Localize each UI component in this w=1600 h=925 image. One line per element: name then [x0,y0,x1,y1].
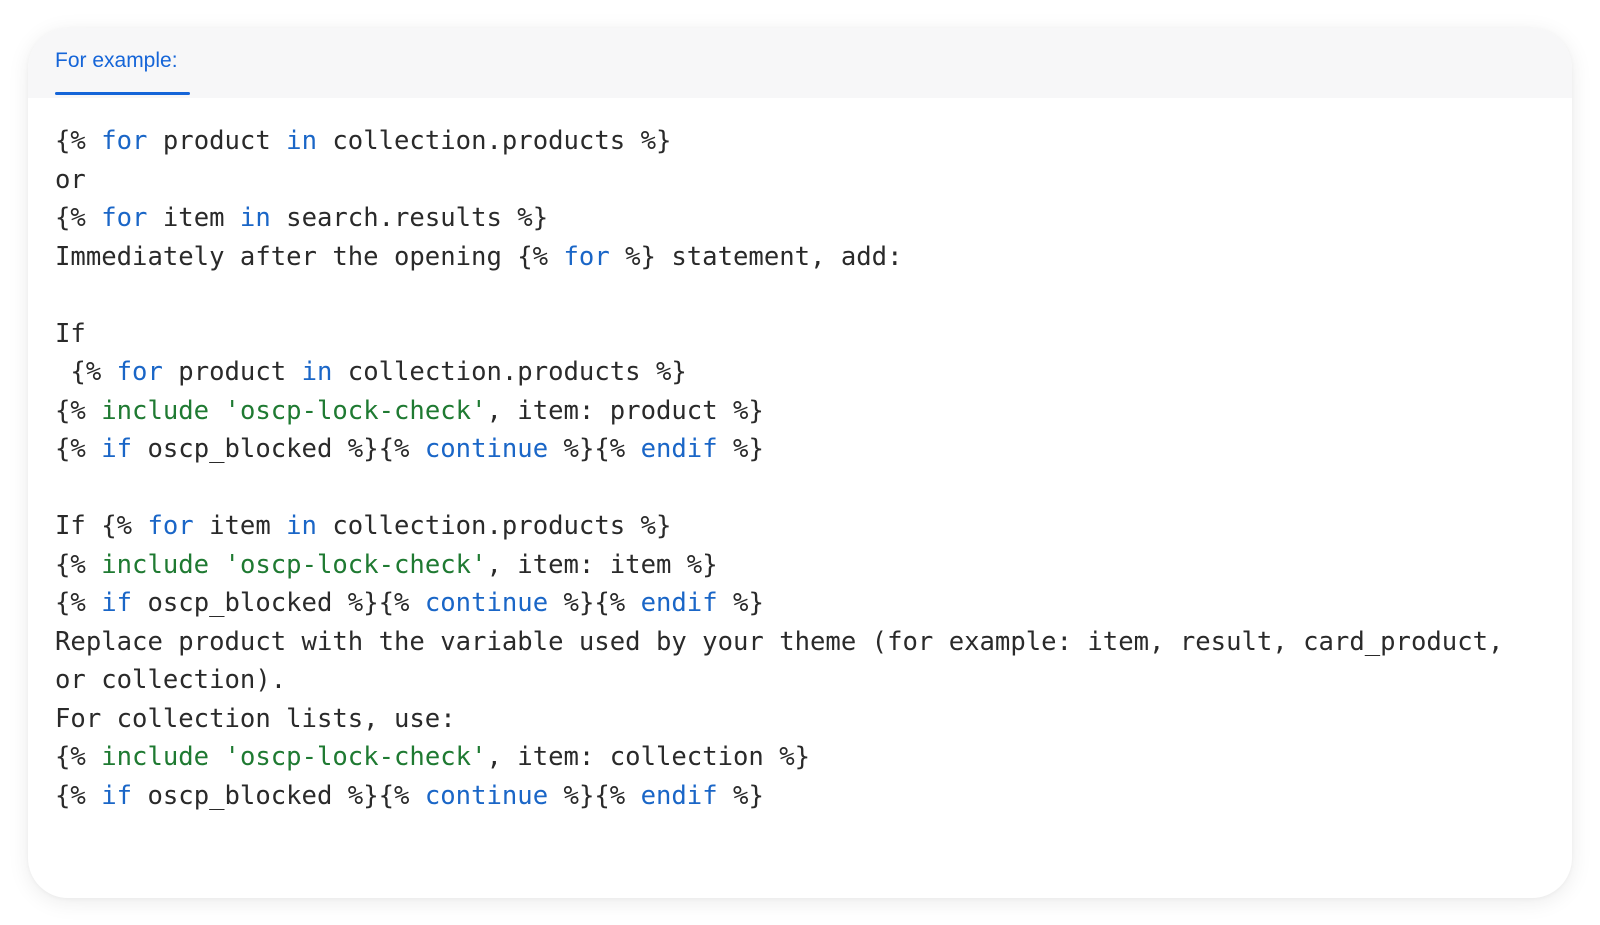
code-keyword: for [563,241,610,272]
code-text: oscp_blocked %}{% [132,588,425,618]
code-keyword: continue [424,588,549,618]
code-text: search.results %} [270,203,549,233]
code-text: %} [717,434,764,464]
code-text: {% [55,549,102,580]
code-text: {% [55,203,102,233]
code-line: {% include 'oscp-lock-check', item: prod… [55,392,1555,431]
tab-bar: For example: [28,28,1572,98]
code-keyword: if [101,434,133,464]
code-text: {% [55,780,102,811]
tab-for-example[interactable]: For example: [55,49,178,72]
code-keyword: for [116,357,163,387]
code-text: collection.products %} [332,357,687,387]
code-text: or collection). [55,665,287,695]
code-keyword: endif [640,434,718,464]
code-example-card: For example: {% for product in collectio… [28,28,1572,898]
code-keyword: endif [640,780,718,811]
code-text [209,396,224,426]
code-keyword: for [147,511,194,541]
code-text: Immediately after the opening {% [55,241,564,272]
code-keyword: in [239,203,271,233]
code-string: include [101,549,210,580]
code-text: %}{% [548,588,641,618]
code-string: 'oscp-lock-check' [224,395,487,426]
code-keyword: endif [640,588,718,618]
code-keyword: in [286,511,317,541]
code-text: {% [55,742,102,772]
code-text: %} [717,780,764,811]
code-keyword: continue [424,780,549,811]
code-line: {% include 'oscp-lock-check', item: coll… [55,738,1555,777]
code-text: Replace product with the variable used b… [55,626,1504,657]
code-line: If [55,315,1555,354]
code-line: Replace product with the variable used b… [55,623,1555,662]
code-text: {% [55,434,102,464]
code-text: %}{% [548,434,641,464]
code-line: {% include 'oscp-lock-check', item: item… [55,546,1555,585]
code-keyword: in [286,126,317,156]
code-text: collection.products %} [316,511,672,541]
active-tab-indicator [55,92,190,95]
code-text: {% [55,588,102,618]
code-string: 'oscp-lock-check' [224,742,487,772]
code-text: or [55,164,86,195]
code-line: If {% for item in collection.products %} [55,507,1555,546]
code-text: , item: product %} [486,395,764,426]
code-string: include [101,395,210,426]
code-text: %} [717,588,764,618]
code-text: , item: collection %} [486,742,811,772]
code-line: {% if oscp_blocked %}{% continue %}{% en… [55,777,1555,816]
code-line: or [55,161,1555,200]
code-text: product [147,126,287,156]
code-keyword: for [101,126,148,156]
code-text: , item: item %} [486,549,718,580]
code-keyword: for [101,203,148,233]
code-line: For collection lists, use: [55,700,1555,739]
code-keyword: if [101,588,133,618]
code-text: collection.products %} [316,126,672,156]
code-text [209,742,224,772]
code-text [209,550,224,580]
code-line: {% for product in collection.products %} [55,122,1555,161]
code-line: {% for product in collection.products %} [55,353,1555,392]
code-text: item [147,203,240,233]
code-text: %} statement, add: [609,241,903,272]
code-blank-line [55,276,1555,315]
code-text: oscp_blocked %}{% [132,434,425,464]
code-text: item [193,511,287,541]
code-text: oscp_blocked %}{% [132,780,425,811]
code-text: {% [55,357,117,387]
code-line: {% if oscp_blocked %}{% continue %}{% en… [55,584,1555,623]
code-text: {% [55,395,102,426]
code-line: {% if oscp_blocked %}{% continue %}{% en… [55,430,1555,469]
code-string: include [101,742,210,772]
code-line: Immediately after the opening {% for %} … [55,238,1555,277]
code-text: If [55,318,86,349]
code-string: 'oscp-lock-check' [224,549,487,580]
code-line: or collection). [55,661,1555,700]
code-line: {% for item in search.results %} [55,199,1555,238]
code-blank-line [55,469,1555,508]
code-block: {% for product in collection.products %}… [55,122,1555,815]
code-keyword: in [301,357,333,387]
code-keyword: if [101,780,133,811]
code-text: {% [55,126,102,156]
code-text: product [162,357,302,387]
code-text: For collection lists, use: [55,703,456,734]
code-keyword: continue [424,434,549,464]
code-text: If {% [55,511,148,541]
code-text: %}{% [548,780,641,811]
